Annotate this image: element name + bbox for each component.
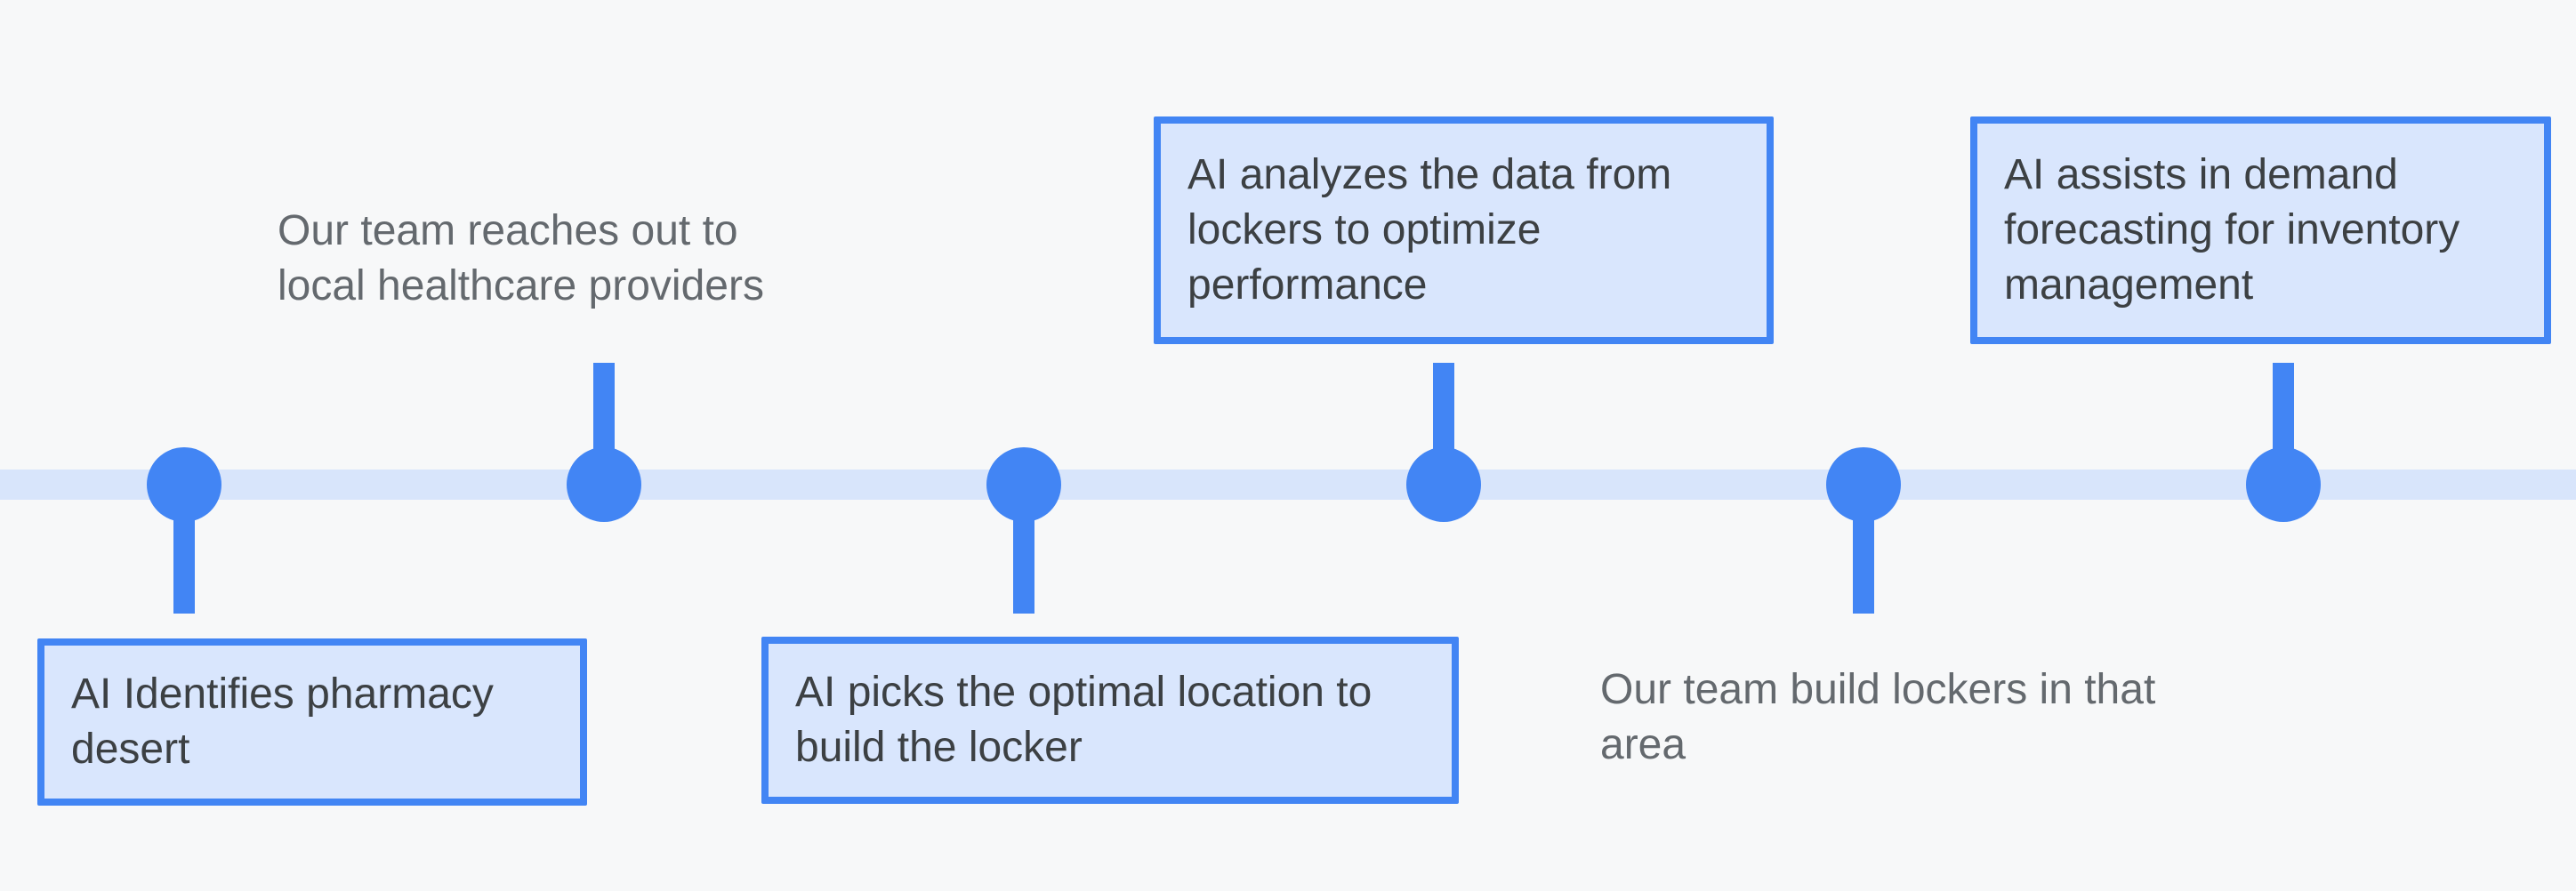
node-3-dot — [986, 447, 1061, 522]
node-5-dot — [1826, 447, 1901, 522]
step-4-callout: AI analyzes the data from lockers to opt… — [1154, 116, 1774, 344]
step-5-label: Our team build lockers in that area — [1600, 666, 2156, 768]
node-6-dot — [2246, 447, 2321, 522]
node-4-dot — [1406, 447, 1481, 522]
step-2-label: Our team reaches out to local healthcare… — [278, 207, 764, 309]
step-3-callout: AI picks the optimal location to build t… — [761, 637, 1459, 804]
node-1-dot — [147, 447, 221, 522]
node-2-dot — [567, 447, 641, 522]
step-1-callout: AI Identifies pharmacy desert — [37, 638, 587, 806]
timeline-band — [0, 470, 2576, 500]
step-6-callout: AI assists in demand forecasting for inv… — [1970, 116, 2551, 344]
